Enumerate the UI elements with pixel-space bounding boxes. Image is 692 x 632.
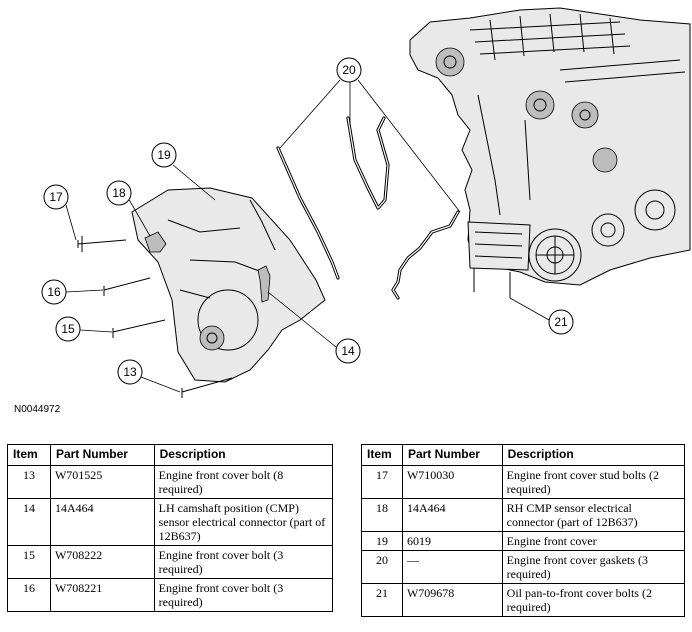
table-row: 15 W708222 Engine front cover bolt (3 re… (7, 545, 334, 579)
table-row: 21 W709678 Oil pan-to-front cover bolts … (361, 583, 686, 617)
header-item: Item (361, 444, 403, 466)
part-number-cell: W701525 (49, 465, 155, 499)
table-row: 16 W708221 Engine front cover bolt (3 re… (7, 578, 334, 612)
callout-20: 20 (336, 57, 362, 83)
svg-text:18: 18 (112, 186, 126, 200)
item-cell: 19 (361, 531, 403, 551)
callout-16: 16 (41, 279, 67, 305)
header-description: Description (501, 444, 686, 466)
item-cell: 13 (7, 465, 51, 499)
description-cell: Oil pan-to-front cover bolts (2 required… (501, 583, 686, 617)
description-cell: Engine front cover bolt (8 required) (153, 465, 334, 499)
item-cell: 15 (7, 545, 51, 579)
parts-table-left: Item Part Number Description 13 W701525 … (7, 444, 334, 612)
svg-text:13: 13 (123, 365, 137, 379)
part-number-cell: W710030 (401, 465, 503, 499)
svg-text:16: 16 (47, 285, 61, 299)
svg-text:19: 19 (157, 148, 171, 162)
header-description: Description (153, 444, 334, 466)
description-cell: LH camshaft position (CMP) sensor electr… (153, 498, 334, 546)
callout-19: 19 (151, 142, 177, 168)
engine-front-cover-illustration (77, 187, 326, 383)
item-cell: 14 (7, 498, 51, 546)
table-header-row: Item Part Number Description (7, 444, 334, 466)
header-part-number: Part Number (49, 444, 155, 466)
item-cell: 16 (7, 578, 51, 612)
callout-13: 13 (117, 359, 143, 385)
svg-text:14: 14 (341, 344, 355, 358)
part-number-cell: — (401, 550, 503, 584)
callout-21: 21 (548, 309, 574, 335)
item-cell: 20 (361, 550, 403, 584)
table-header-row: Item Part Number Description (361, 444, 686, 466)
part-number-cell: 14A464 (49, 498, 155, 546)
table-row: 18 14A464 RH CMP sensor electrical conne… (361, 498, 686, 532)
description-cell: Engine front cover (501, 531, 686, 551)
callout-17: 17 (43, 184, 69, 210)
svg-text:15: 15 (61, 322, 75, 336)
engine-block-illustration (409, 7, 691, 298)
table-row: 14 14A464 LH camshaft position (CMP) sen… (7, 498, 334, 546)
table-row: 19 6019 Engine front cover (361, 531, 686, 551)
svg-text:21: 21 (554, 315, 568, 329)
table-row: 20 — Engine front cover gaskets (3 requi… (361, 550, 686, 584)
parts-table-right: Item Part Number Description 17 W710030 … (361, 444, 686, 617)
part-number-cell: W708221 (49, 578, 155, 612)
svg-text:20: 20 (342, 63, 356, 77)
front-cover-gaskets (276, 116, 460, 300)
item-cell: 18 (361, 498, 403, 532)
bolt-illustrations (103, 277, 233, 398)
description-cell: RH CMP sensor electrical connector (part… (501, 498, 686, 532)
part-number-cell: 14A464 (401, 498, 503, 532)
table-row: 13 W701525 Engine front cover bolt (8 re… (7, 465, 334, 499)
item-cell: 21 (361, 583, 403, 617)
part-number-cell: 6019 (401, 531, 503, 551)
item-cell: 17 (361, 465, 403, 499)
table-row: 17 W710030 Engine front cover stud bolts… (361, 465, 686, 499)
header-item: Item (7, 444, 51, 466)
exploded-engine-diagram: 13 14 15 16 17 18 19 20 21 (41, 7, 691, 398)
part-number-cell: W709678 (401, 583, 503, 617)
description-cell: Engine front cover gaskets (3 required) (501, 550, 686, 584)
header-part-number: Part Number (401, 444, 503, 466)
figure-id: N0044972 (14, 404, 61, 415)
callout-14: 14 (335, 338, 361, 364)
callout-leaders (65, 79, 550, 393)
part-number-cell: W708222 (49, 545, 155, 579)
callout-15: 15 (55, 316, 81, 342)
svg-text:17: 17 (49, 190, 63, 204)
description-cell: Engine front cover stud bolts (2 require… (501, 465, 686, 499)
description-cell: Engine front cover bolt (3 required) (153, 578, 334, 612)
callout-18: 18 (106, 180, 132, 206)
description-cell: Engine front cover bolt (3 required) (153, 545, 334, 579)
